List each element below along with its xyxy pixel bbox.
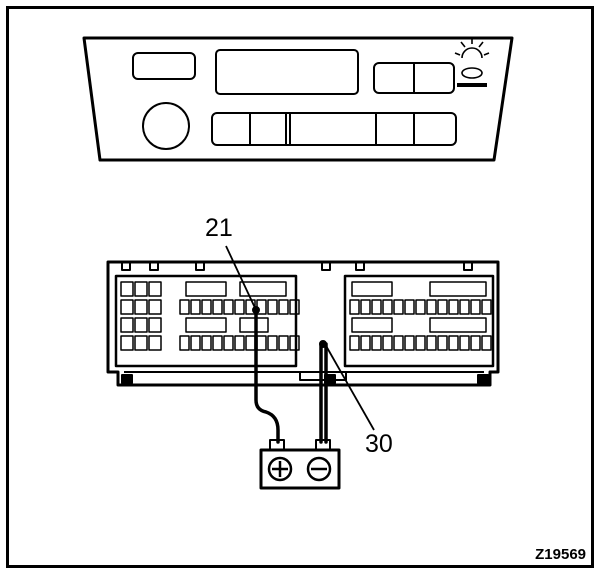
pin-cavity bbox=[185, 317, 227, 333]
sun-sensor-icon bbox=[454, 38, 490, 87]
pin-cavity bbox=[382, 335, 393, 351]
pin-cavity bbox=[234, 299, 245, 315]
pin-cavity bbox=[459, 335, 470, 351]
pin-cavity bbox=[429, 281, 487, 297]
pin-cavity bbox=[415, 335, 426, 351]
pin-cavity bbox=[148, 299, 162, 315]
pin-cavity bbox=[404, 335, 415, 351]
pin-cavity bbox=[212, 299, 223, 315]
pin-cavity bbox=[120, 299, 134, 315]
pin-cavity bbox=[134, 335, 148, 351]
pin-cavity bbox=[148, 281, 162, 297]
pin-cavity bbox=[239, 317, 269, 333]
pin-cavity bbox=[223, 299, 234, 315]
pin-cavity bbox=[201, 299, 212, 315]
pin-cavity bbox=[470, 335, 481, 351]
pin-label-21: 21 bbox=[205, 214, 233, 242]
pin-cavity bbox=[234, 335, 245, 351]
leader-line-pin-a bbox=[225, 245, 257, 311]
pin-cavity bbox=[360, 335, 371, 351]
pin-cavity bbox=[223, 335, 234, 351]
pin-cavity bbox=[426, 335, 437, 351]
pin-cavity bbox=[470, 299, 481, 315]
minus-icon bbox=[306, 456, 332, 482]
battery bbox=[259, 439, 341, 490]
leader-line-pin-b bbox=[324, 343, 375, 431]
pin-cavity bbox=[185, 281, 227, 297]
pin-cavity bbox=[459, 299, 470, 315]
pin-cavity bbox=[190, 299, 201, 315]
pin-label-30: 30 bbox=[365, 430, 393, 458]
pin-cavity bbox=[190, 335, 201, 351]
pin-cavity bbox=[429, 317, 487, 333]
pin-cavity bbox=[134, 299, 148, 315]
panel-display bbox=[215, 49, 359, 95]
control-panel bbox=[82, 36, 514, 162]
pin-cavity bbox=[120, 335, 134, 351]
pin-cavity bbox=[148, 317, 162, 333]
pin-cavity bbox=[448, 299, 459, 315]
pin-cavity bbox=[289, 299, 300, 315]
panel-knob bbox=[142, 102, 190, 150]
pin-cavity bbox=[382, 299, 393, 315]
figure-code: Z19569 bbox=[535, 546, 586, 563]
pin-cavity bbox=[371, 335, 382, 351]
pin-cavity bbox=[120, 281, 134, 297]
pin-cavity bbox=[201, 335, 212, 351]
pin-cavity bbox=[349, 335, 360, 351]
pin-cavity bbox=[134, 281, 148, 297]
pin-cavity bbox=[481, 299, 492, 315]
pin-cavity bbox=[415, 299, 426, 315]
pin-cavity bbox=[179, 335, 190, 351]
pin-cavity bbox=[179, 299, 190, 315]
pin-cavity bbox=[148, 335, 162, 351]
pin-cavity bbox=[349, 299, 360, 315]
pin-cavity bbox=[404, 299, 415, 315]
pin-cavity bbox=[278, 335, 289, 351]
pin-cavity bbox=[448, 335, 459, 351]
pin-cavity bbox=[289, 335, 300, 351]
pin-cavity bbox=[393, 299, 404, 315]
pin-cavity bbox=[360, 299, 371, 315]
pin-cavity bbox=[267, 299, 278, 315]
pin-cavity bbox=[278, 299, 289, 315]
pin-cavity bbox=[437, 299, 448, 315]
probe-tip-pin-a bbox=[252, 306, 260, 314]
panel-button-left bbox=[132, 52, 196, 80]
ecu-connector bbox=[106, 260, 500, 387]
pin-cavity bbox=[437, 335, 448, 351]
pin-cavity bbox=[426, 299, 437, 315]
probe-tip-pin-b bbox=[319, 340, 327, 348]
pin-cavity bbox=[212, 335, 223, 351]
test-leads bbox=[254, 308, 328, 444]
pin-cavity bbox=[256, 335, 267, 351]
pin-cavity bbox=[371, 299, 382, 315]
pin-cavity bbox=[481, 335, 492, 351]
pin-cavity bbox=[239, 281, 287, 297]
pin-cavity bbox=[120, 317, 134, 333]
diagram-frame bbox=[6, 6, 594, 568]
pin-cavity bbox=[134, 317, 148, 333]
pin-cavity bbox=[267, 335, 278, 351]
pin-cavity bbox=[245, 335, 256, 351]
pin-cavity bbox=[351, 281, 393, 297]
battery-body bbox=[259, 448, 341, 490]
plus-icon bbox=[267, 456, 293, 482]
pin-cavity bbox=[393, 335, 404, 351]
panel-button-strip bbox=[211, 112, 457, 146]
pin-cavity bbox=[351, 317, 393, 333]
